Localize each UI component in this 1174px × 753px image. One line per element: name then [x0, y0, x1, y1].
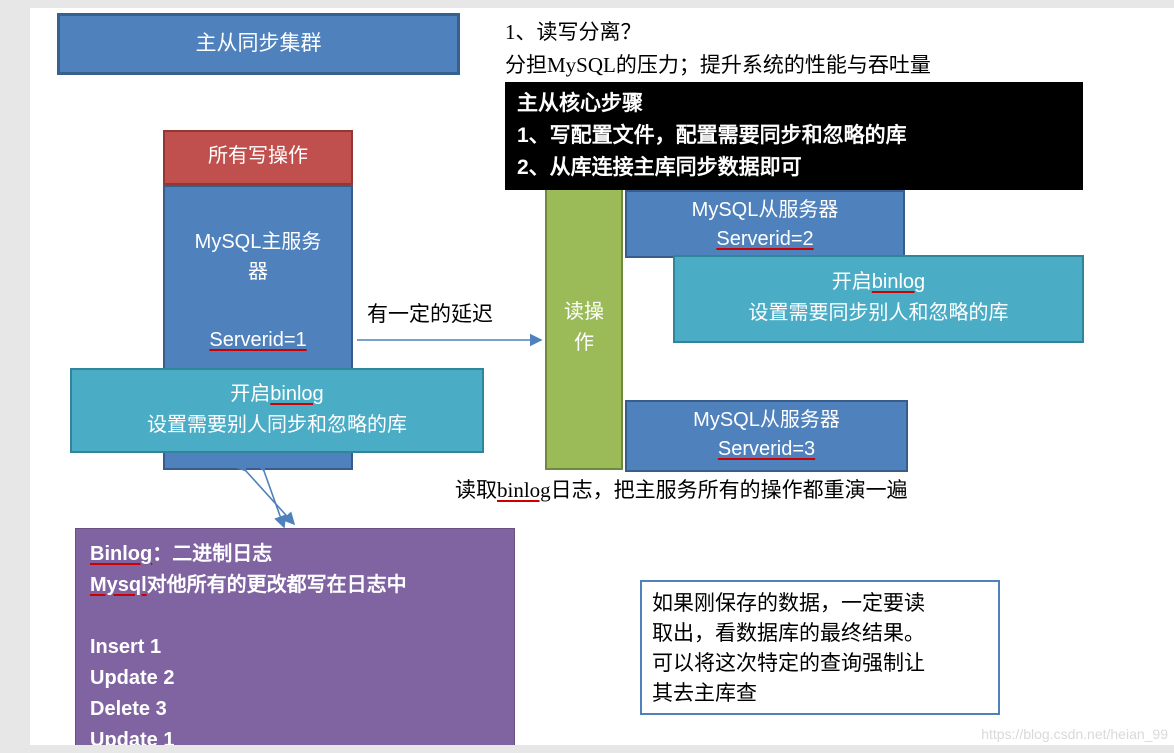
- replay-note: 读取binlog日志，把主服务所有的操作都重演一遍: [455, 474, 908, 504]
- binlog-entry: Update 2: [90, 667, 175, 689]
- slave2-server-box: MySQL从服务器 Serverid=3: [625, 400, 908, 472]
- read-write-note-line2: 分担MySQL的压力；提升系统的性能与吞吐量: [505, 53, 931, 77]
- force-master-read-line1: 如果刚保存的数据，一定要读: [652, 591, 925, 615]
- master-server-name: MySQL主服务 器: [165, 227, 351, 287]
- force-master-read-line4: 其去主库查: [652, 681, 757, 705]
- master-binlog-line1: 开启binlog: [72, 379, 482, 410]
- core-steps-step2: 2、从库连接主库同步数据即可: [517, 156, 802, 179]
- binlog-log-line2: Mysql对他所有的更改都写在日志中: [90, 574, 407, 596]
- slave-binlog-word: binlog: [871, 271, 926, 293]
- binlog-arrow-2: [254, 458, 287, 529]
- master-server-name-line1: MySQL主服务: [194, 231, 322, 253]
- slave1-name: MySQL从服务器: [691, 199, 839, 221]
- binlog-entry: Update 1: [90, 729, 175, 745]
- master-binlog-prefix: 开启: [230, 383, 271, 405]
- slave1-id: Serverid=2: [716, 228, 814, 250]
- binlog-log-box: Binlog：二进制日志 Mysql对他所有的更改都写在日志中 Insert 1…: [75, 528, 515, 745]
- binlog-arrow-1: [233, 458, 296, 526]
- core-steps-panel: 主从核心步骤 1、写配置文件，配置需要同步和忽略的库 2、从库连接主库同步数据即…: [505, 82, 1083, 190]
- slave-binlog-prefix: 开启: [831, 271, 872, 293]
- master-binlog-box: 开启binlog 设置需要别人同步和忽略的库: [70, 368, 484, 453]
- title-label: 主从同步集群: [195, 32, 322, 55]
- force-master-read-line2: 取出，看数据库的最终结果。: [652, 621, 925, 645]
- slave-binlog-box: 开启binlog 设置需要同步别人和忽略的库: [673, 255, 1084, 343]
- core-steps-title: 主从核心步骤: [517, 92, 643, 115]
- slide: 主从同步集群 1、读写分离？ 分担MySQL的压力；提升系统的性能与吞吐量 主从…: [30, 8, 1174, 745]
- replay-note-suffix: 日志，把主服务所有的操作都重演一遍: [550, 478, 908, 502]
- master-binlog-word: binlog: [270, 383, 324, 405]
- watermark: https://blog.csdn.net/heian_99: [981, 726, 1168, 742]
- master-server-name-line2: 器: [248, 261, 268, 283]
- replay-note-prefix: 读取: [455, 478, 497, 502]
- read-write-note: 1、读写分离？ 分担MySQL的压力；提升系统的性能与吞吐量: [505, 16, 931, 82]
- replay-note-word: binlog: [497, 478, 551, 502]
- master-binlog-line2: 设置需要别人同步和忽略的库: [147, 414, 407, 436]
- title-box: 主从同步集群: [57, 13, 460, 75]
- read-ops-line2: 作: [574, 331, 594, 354]
- master-server-id: Serverid=1: [209, 329, 307, 351]
- delay-label: 有一定的延迟: [367, 302, 493, 326]
- binlog-log-gap: [90, 601, 514, 632]
- read-ops-line1: 读操: [564, 300, 604, 323]
- slave2-id: Serverid=3: [717, 438, 816, 460]
- binlog-log-line1: Binlog：二进制日志: [90, 543, 273, 565]
- all-writes-box: 所有写操作: [163, 130, 353, 185]
- read-ops-box: 读操 作: [545, 185, 623, 470]
- slave1-server-box: MySQL从服务器 Serverid=2: [625, 190, 905, 258]
- binlog-entry: Delete 3: [90, 698, 167, 720]
- slave2-name: MySQL从服务器: [693, 409, 840, 431]
- slave-binlog-line2: 设置需要同步别人和忽略的库: [748, 302, 1009, 324]
- force-master-read-line3: 可以将这次特定的查询强制让: [652, 651, 925, 675]
- binlog-entry: Insert 1: [90, 636, 162, 658]
- slave-binlog-line1: 开启binlog: [675, 267, 1082, 298]
- force-master-read-box: 如果刚保存的数据，一定要读 取出，看数据库的最终结果。 可以将这次特定的查询强制…: [640, 580, 1000, 715]
- all-writes-label: 所有写操作: [208, 145, 308, 167]
- core-steps-step1: 1、写配置文件，配置需要同步和忽略的库: [517, 124, 907, 147]
- read-write-note-line1: 1、读写分离？: [505, 20, 642, 44]
